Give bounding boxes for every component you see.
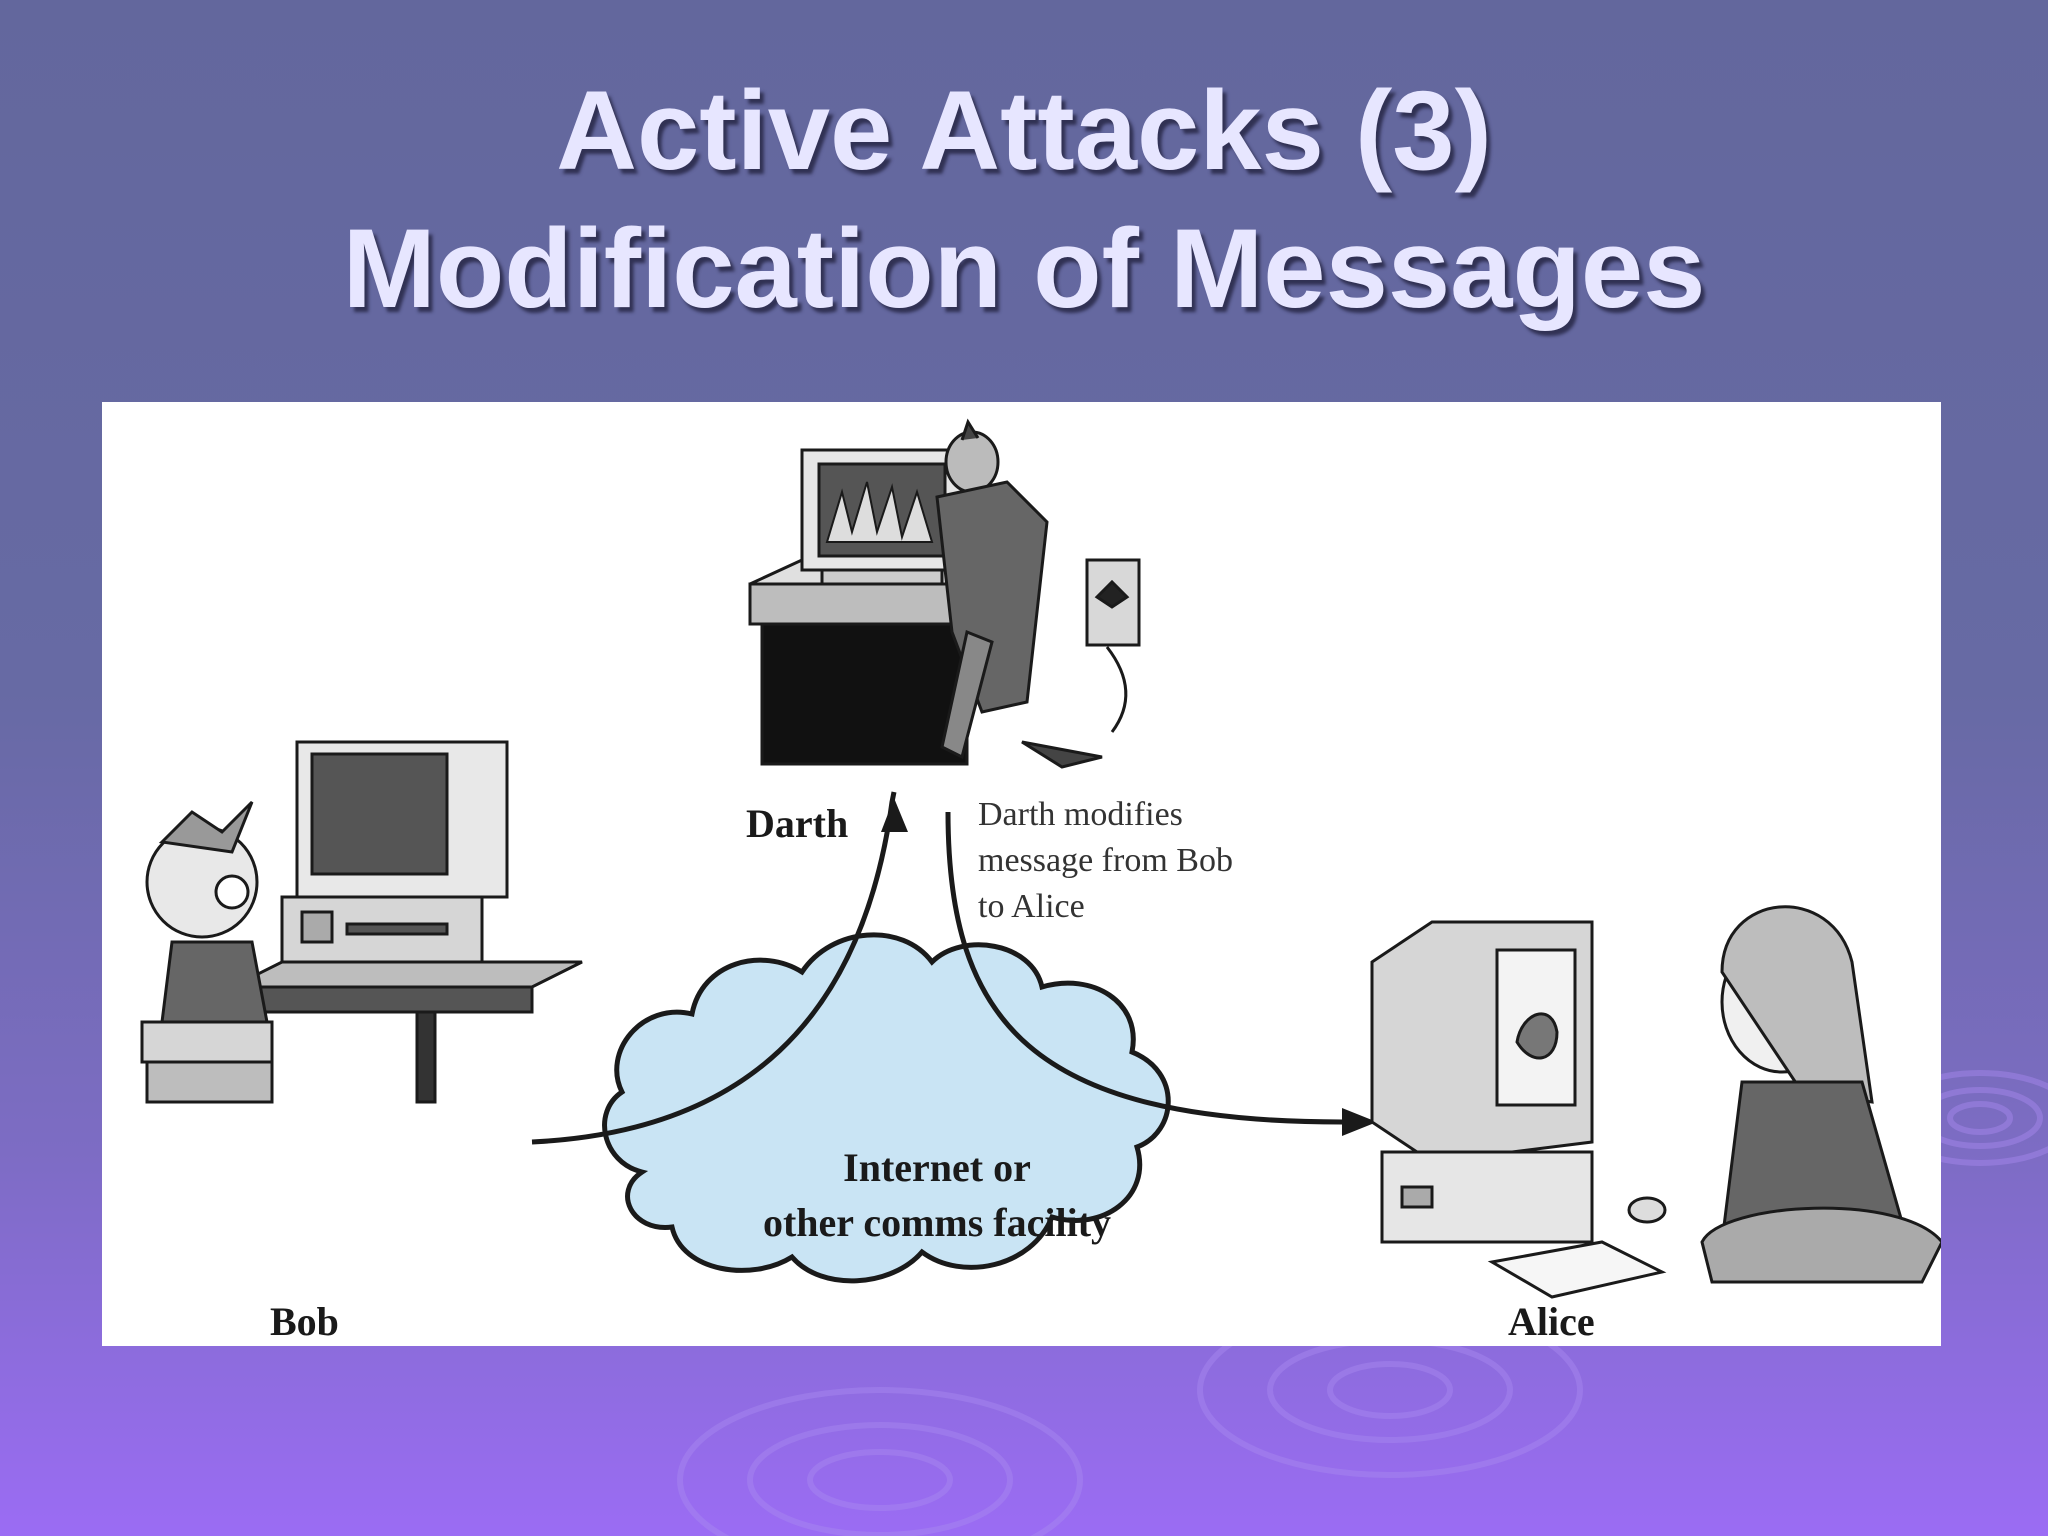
cloud-label-line-1: Internet or <box>843 1145 1031 1190</box>
bob-illustration <box>140 740 583 1104</box>
alice-illustration <box>1370 905 1941 1299</box>
diagram-canvas <box>140 418 1941 1299</box>
note-line-2: message from Bob <box>978 842 1233 879</box>
arrow-head-up <box>881 798 908 832</box>
arrow-bob-to-darth <box>531 791 897 1145</box>
alice-label: Alice <box>1508 1299 1595 1344</box>
cloud-label: Internet or other comms facility <box>732 1140 1142 1250</box>
note-line-1: Darth modifies <box>978 796 1183 833</box>
internet-cloud <box>602 932 1171 1284</box>
cloud-label-line-2: other comms facility <box>762 1200 1112 1245</box>
note-line-3: to Alice <box>978 888 1085 925</box>
modification-note: Darth modifies message from Bob to Alice <box>978 792 1233 930</box>
arrow-darth-to-alice <box>945 811 1343 1125</box>
title-line-2: Modification of Messages <box>342 206 1706 331</box>
darth-label: Darth <box>746 801 849 846</box>
bob-label: Bob <box>270 1299 339 1344</box>
arrow-head-right <box>1342 1108 1377 1136</box>
diagram-panel: Darth Bob Alice Darth modifies message f… <box>102 402 1941 1346</box>
darth-illustration <box>748 418 1141 769</box>
slide-title: Active Attacks (3) Modification of Messa… <box>0 62 2048 338</box>
title-line-1: Active Attacks (3) <box>556 68 1492 193</box>
